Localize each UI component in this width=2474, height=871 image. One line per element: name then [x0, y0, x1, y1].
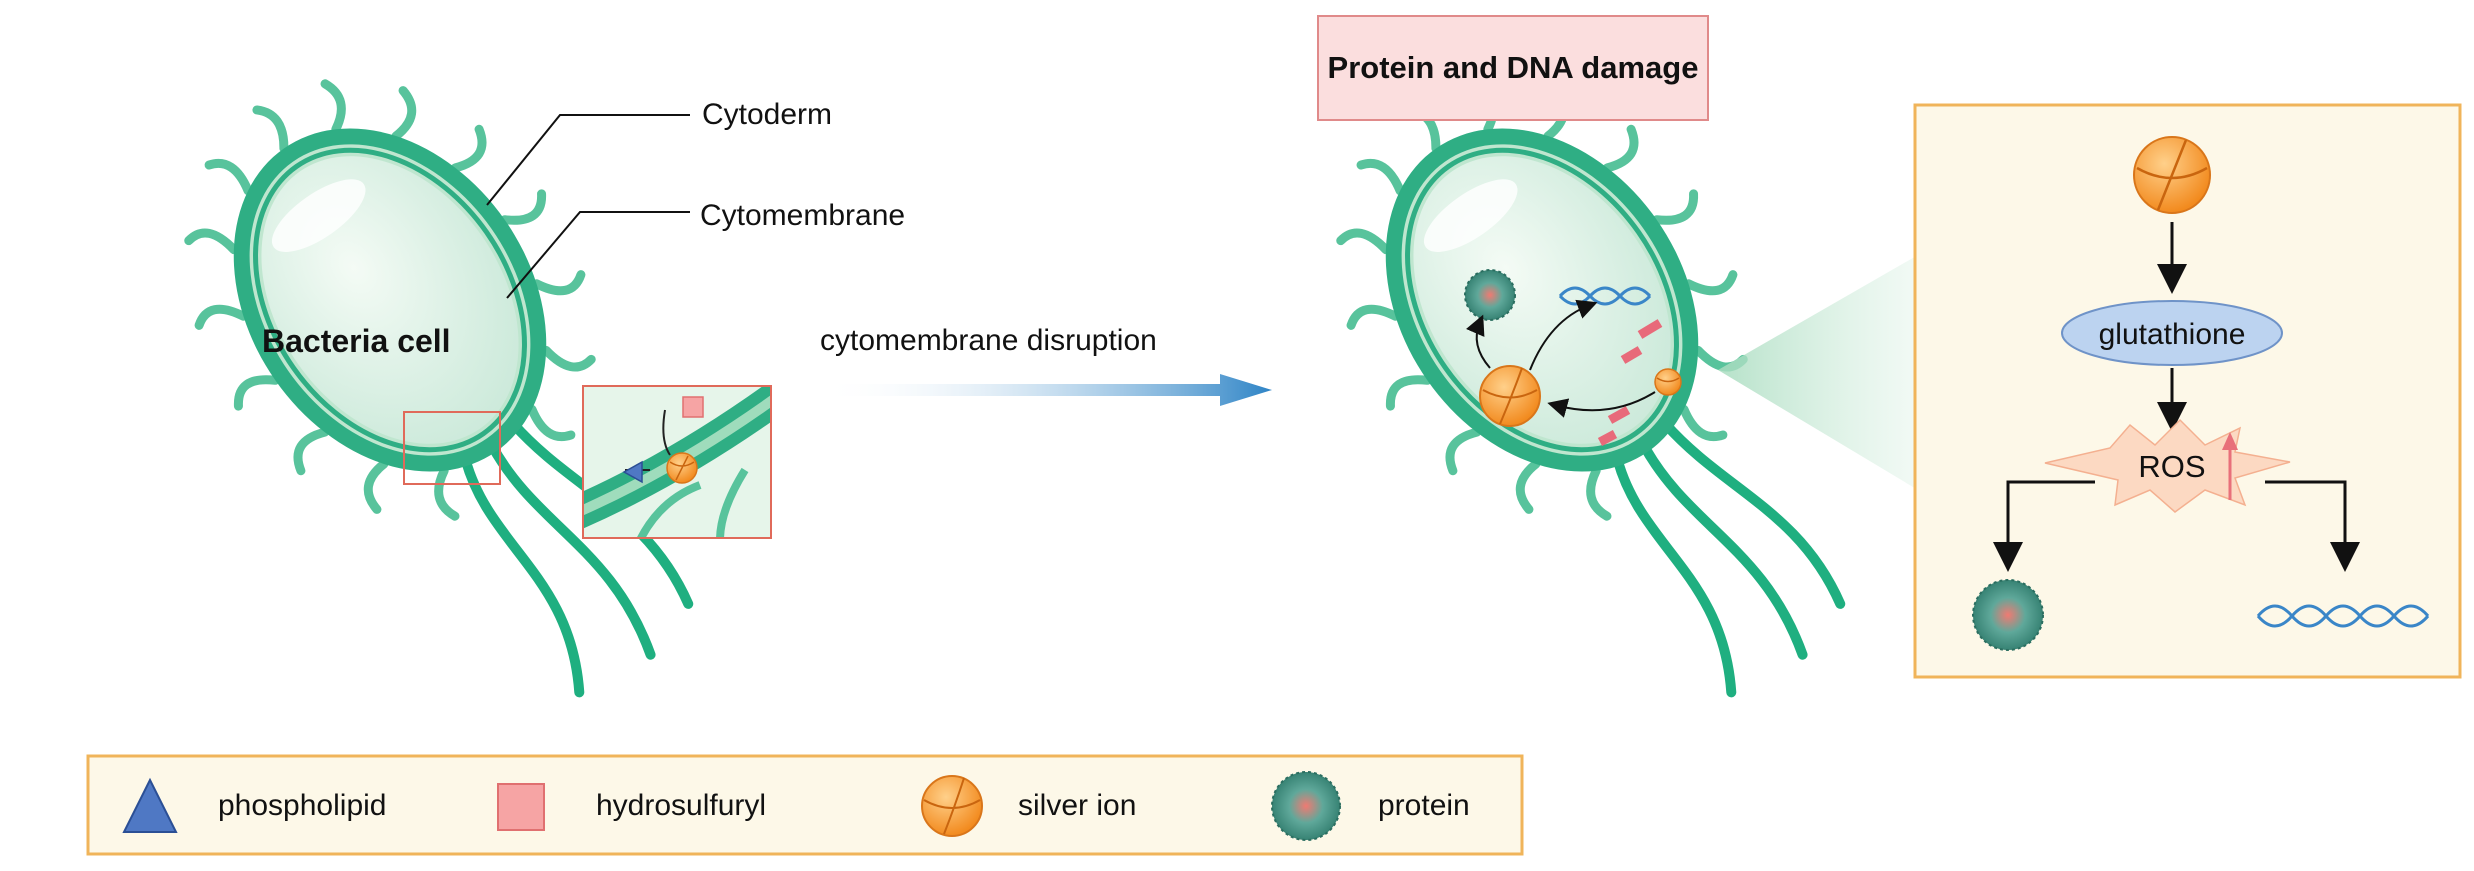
silver-ion-icon: [921, 775, 983, 837]
panel-protein-icon: [1972, 579, 2044, 651]
pilus: [1356, 158, 1405, 196]
legend-silver-ion: silver ion: [921, 775, 1136, 837]
silver-ion-entering: [1654, 368, 1682, 396]
pili: [1336, 79, 1748, 521]
hydrosulfuryl-icon: [497, 783, 545, 831]
bacteria-cell-label: Bacteria cell: [262, 323, 451, 359]
legend-label: phospholipid: [218, 789, 386, 822]
protein-icon: [1464, 269, 1516, 321]
cytomembrane-label: Cytomembrane: [700, 199, 905, 232]
ros-label: ROS: [2138, 449, 2205, 484]
pilus: [204, 158, 253, 196]
pathway-arrows: [1466, 299, 1656, 418]
bacteria-cell-right: [1336, 79, 1846, 698]
callout-lines: [486, 114, 690, 299]
legend-label: silver ion: [1018, 789, 1136, 822]
disruption-arrow: [820, 374, 1272, 406]
pilus: [450, 124, 487, 173]
pilus: [320, 79, 346, 134]
pilus: [1684, 270, 1738, 296]
zoom-inset: [582, 385, 772, 539]
pilus: [1586, 466, 1612, 521]
dna-icon: [1558, 286, 1652, 306]
protein-icon: [1271, 771, 1341, 841]
pilus: [500, 189, 547, 225]
legend-label: protein: [1378, 789, 1470, 822]
legend-label: hydrosulfuryl: [596, 789, 766, 822]
pilus: [233, 375, 280, 411]
flagella: [1612, 418, 1846, 698]
pilus: [1602, 124, 1639, 173]
pilus: [1445, 427, 1482, 476]
pilus: [293, 427, 330, 476]
silver-ion-icon: [666, 452, 698, 484]
glutathione-node: [2061, 300, 2283, 366]
pilus: [184, 228, 239, 255]
hydrosulfuryl-icon: [682, 396, 704, 418]
glutathione-label: glutathione: [2099, 318, 2246, 351]
zoom-cone: [1718, 255, 1918, 490]
pilus: [527, 404, 576, 442]
phospholipid-icon: [622, 460, 643, 484]
pilus: [194, 304, 248, 330]
pilus: [1385, 375, 1432, 411]
disruption-label: cytomembrane disruption: [820, 324, 1157, 357]
pilus: [252, 105, 289, 153]
panel-dna-icon: [2256, 604, 2430, 628]
pilus: [1679, 404, 1728, 442]
pilus: [1652, 189, 1699, 225]
pilus: [434, 466, 460, 521]
panel-silver-ion: [2133, 136, 2211, 214]
pilus: [391, 86, 417, 141]
silver-ion-inside: [1479, 365, 1541, 427]
cytoderm-label: Cytoderm: [702, 98, 832, 131]
pilus: [541, 345, 596, 372]
pili: [184, 79, 596, 521]
membrane-disruption: [1597, 319, 1663, 446]
legend-phospholipid: phospholipid: [122, 777, 386, 833]
pilus: [1336, 228, 1391, 255]
legend-hydrosulfuryl: hydrosulfuryl: [497, 783, 766, 831]
zoom-region: [403, 411, 501, 485]
pilus: [1346, 304, 1400, 330]
bacteria-cell-left: [184, 79, 694, 698]
branch-arrows: [1993, 480, 2360, 572]
legend-protein: protein: [1271, 771, 1470, 841]
damage-title-box: [1317, 15, 1709, 121]
pilus: [1515, 459, 1541, 514]
ros-increase-arrow: [2222, 432, 2238, 500]
phospholipid-icon: [122, 777, 178, 833]
pilus: [532, 270, 586, 296]
pilus: [363, 459, 389, 514]
damage-title: Protein and DNA damage: [1328, 50, 1699, 85]
